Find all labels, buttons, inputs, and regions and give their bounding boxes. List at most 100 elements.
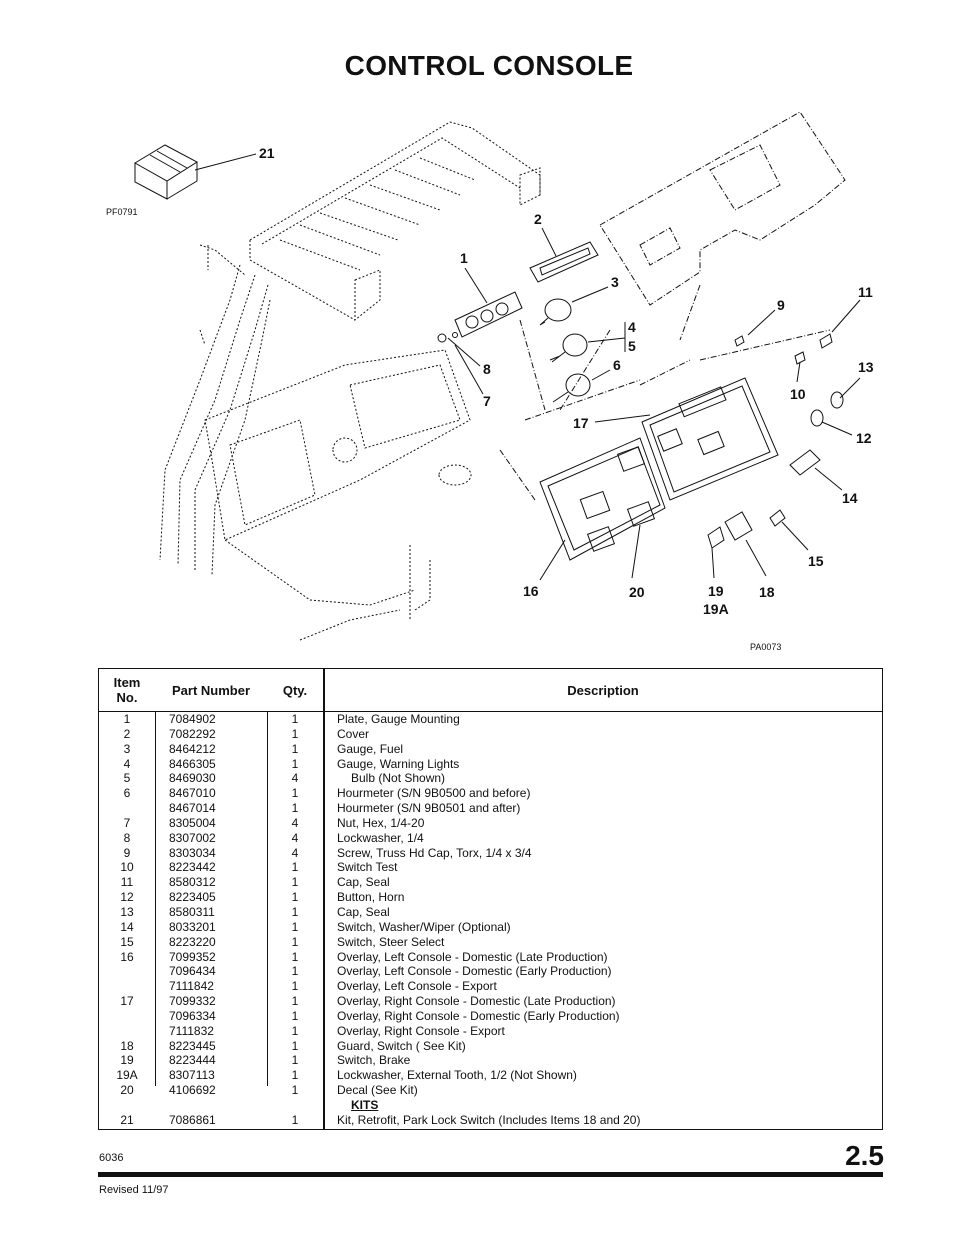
leader-lines bbox=[194, 153, 861, 581]
part-number-cell: 8469030 bbox=[169, 771, 216, 786]
description-cell: Kit, Retrofit, Park Lock Switch (Include… bbox=[337, 1112, 641, 1127]
column-divider-qty bbox=[267, 712, 268, 1086]
callout-17: 17 bbox=[573, 415, 589, 431]
callout-14: 14 bbox=[842, 490, 858, 506]
callout-11: 11 bbox=[858, 284, 873, 300]
table-row: KITS bbox=[99, 1098, 882, 1113]
part-number-cell: 7096434 bbox=[169, 964, 216, 979]
callout-7: 7 bbox=[483, 393, 491, 409]
callout-19: 19 bbox=[708, 583, 724, 599]
callout-15: 15 bbox=[808, 553, 824, 569]
part-number-cell: 7082292 bbox=[169, 726, 216, 741]
item-no-cell: 1 bbox=[123, 712, 131, 726]
switch-hardware-drawing bbox=[437, 332, 844, 549]
description-cell: Cover bbox=[337, 726, 370, 741]
item-no-cell: 16 bbox=[120, 949, 134, 964]
qty-cell: 1 bbox=[291, 919, 299, 934]
description-cell: Overlay, Left Console - Export bbox=[337, 979, 497, 994]
description-cell: Overlay, Right Console - Domestic (Late … bbox=[337, 994, 616, 1009]
description-cell: Decal (See Kit) bbox=[337, 1083, 418, 1098]
item-no-cell: 19 bbox=[120, 1053, 134, 1068]
item-no-cell: 21 bbox=[120, 1112, 134, 1127]
description-cell: Guard, Switch ( See Kit) bbox=[337, 1038, 466, 1053]
item-no-cell: 13 bbox=[120, 904, 134, 919]
qty-cell: 1 bbox=[291, 1023, 299, 1038]
qty-cell: 1 bbox=[291, 786, 299, 801]
qty-cell: 1 bbox=[291, 1068, 299, 1083]
description-cell: Cap, Seal bbox=[337, 904, 390, 919]
qty-cell: 1 bbox=[291, 860, 299, 875]
callout-9: 9 bbox=[777, 297, 785, 313]
callout-19a: 19A bbox=[703, 601, 729, 617]
callout-21: 21 bbox=[259, 145, 275, 161]
description-cell: Switch, Brake bbox=[337, 1053, 411, 1068]
part-number-cell: 8303034 bbox=[169, 845, 216, 860]
description-cell: Screw, Truss Hd Cap, Torx, 1/4 x 3/4 bbox=[337, 845, 532, 860]
description-cell: Bulb (Not Shown) bbox=[351, 771, 446, 786]
qty-cell: 1 bbox=[291, 726, 299, 741]
qty-cell: 1 bbox=[291, 1008, 299, 1023]
description-cell: Gauge, Warning Lights bbox=[337, 756, 460, 771]
item-no-cell: 4 bbox=[123, 756, 131, 771]
part-number-cell: 7099352 bbox=[169, 949, 216, 964]
item-no-cell: 2 bbox=[123, 726, 131, 741]
qty-cell: 1 bbox=[291, 1112, 299, 1127]
part-number-cell: 8467010 bbox=[169, 786, 216, 801]
qty-cell: 1 bbox=[291, 712, 299, 726]
part-number-cell: 7111832 bbox=[169, 1023, 214, 1038]
part-number-cell: 4106692 bbox=[169, 1083, 216, 1098]
item-no-cell: 9 bbox=[123, 845, 131, 860]
description-cell: Overlay, Right Console - Domestic (Early… bbox=[337, 1008, 620, 1023]
document-number: 6036 bbox=[99, 1152, 124, 1164]
item-no-cell: 6 bbox=[123, 786, 131, 801]
right-console-panel-drawing bbox=[641, 377, 779, 501]
qty-cell: 1 bbox=[291, 756, 299, 771]
console-housing-drawing bbox=[159, 121, 541, 641]
part-number-cell: 8033201 bbox=[169, 919, 216, 934]
gauge-plate-drawing bbox=[454, 291, 523, 338]
callout-16: 16 bbox=[523, 583, 539, 599]
column-divider-item bbox=[155, 712, 156, 1086]
qty-cell: 4 bbox=[291, 771, 299, 786]
item-no-cell: 7 bbox=[123, 815, 131, 830]
figure-id-pa0073: PA0073 bbox=[750, 642, 781, 652]
part-number-cell: 8223442 bbox=[169, 860, 216, 875]
description-cell: KITS bbox=[351, 1097, 379, 1112]
item-no-cell: 11 bbox=[120, 875, 134, 890]
item-no-cell: 18 bbox=[120, 1038, 134, 1053]
callout-10: 10 bbox=[790, 386, 806, 402]
description-cell: Lockwasher, 1/4 bbox=[337, 830, 424, 845]
part-number-cell: 8580312 bbox=[169, 875, 216, 890]
description-cell: Hourmeter (S/N 9B0501 and after) bbox=[337, 801, 521, 816]
table-row: 7096334 1 Overlay, Right Console - Domesti… bbox=[99, 1009, 882, 1024]
part-number-cell: 8580311 bbox=[169, 904, 215, 919]
header-part-number: Part Number bbox=[171, 682, 251, 698]
callout-4: 4 bbox=[628, 319, 636, 335]
callout-2: 2 bbox=[534, 211, 542, 227]
part-number-cell: 7096334 bbox=[169, 1008, 216, 1023]
description-cell: Switch, Steer Select bbox=[337, 934, 445, 949]
gauges-drawing bbox=[539, 298, 591, 403]
callout-8: 8 bbox=[483, 361, 491, 377]
description-cell: Cap, Seal bbox=[337, 875, 390, 890]
item-no-cell: 12 bbox=[120, 890, 134, 905]
upper-plate-drawing bbox=[499, 111, 846, 501]
item-no-cell: 20 bbox=[120, 1083, 134, 1098]
qty-cell: 1 bbox=[291, 741, 299, 756]
qty-cell: 1 bbox=[291, 964, 299, 979]
